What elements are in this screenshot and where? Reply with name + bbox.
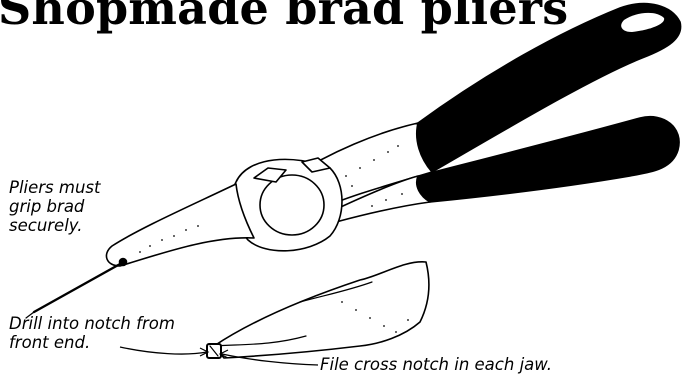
caption-file-notch: File cross notch in each jaw. [320, 355, 552, 374]
caption-drill-notch: Drill into notch from front end. [9, 314, 175, 352]
caption-grip-brad: Pliers must grip brad securely. [9, 178, 101, 235]
brad [34, 264, 120, 312]
pivot-rivet [260, 175, 324, 235]
jaw-detail-body [214, 262, 429, 358]
pliers-nose [106, 184, 254, 266]
